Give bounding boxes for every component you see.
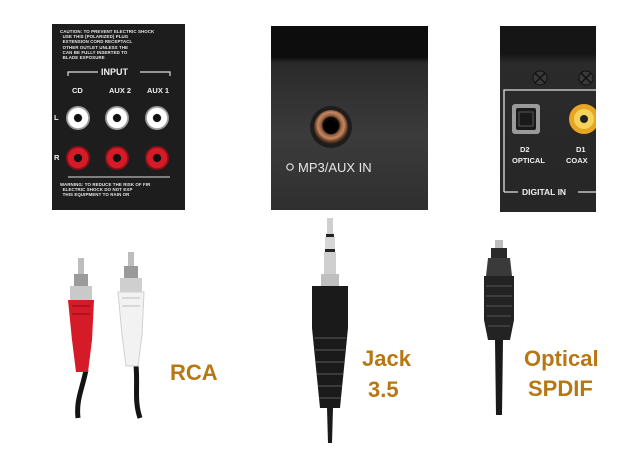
d2-sub-label: OPTICAL [512, 156, 545, 165]
digital-panel-hardware-icon [503, 70, 596, 193]
digital-input-panel-photo: D2 OPTICAL D1 COAX DIGITAL IN [500, 26, 596, 212]
caption-rca: RCA [170, 360, 218, 385]
aux-jack-socket-icon [286, 106, 352, 171]
d1-label: D1 [576, 145, 586, 154]
rca-jack-white-aux1 [145, 106, 169, 130]
caution-text: CAUTION: TO PREVENT ELECTRIC SHOCK USE T… [60, 29, 155, 61]
column-label-cd: CD [72, 86, 83, 95]
rca-input-panel-photo: CAUTION: TO PREVENT ELECTRIC SHOCK USE T… [52, 24, 185, 210]
digital-in-label: DIGITAL IN [522, 187, 567, 197]
optical-spdif-plug-icon [484, 240, 514, 415]
rca-jack-red-aux1 [145, 146, 169, 170]
rca-jack-white-cd [66, 106, 90, 130]
input-label: INPUT [101, 67, 128, 77]
input-frame-lines [67, 71, 171, 178]
jack-3-5-plug-icon [312, 218, 348, 443]
column-label-aux2: AUX 2 [109, 86, 132, 95]
rca-jack-white-aux2 [105, 106, 129, 130]
warning-text: WARNING: TO REDUCE THE RISK OF FIR ELECT… [60, 182, 151, 198]
rca-jack-red-aux2 [105, 146, 129, 170]
rca-cable-icon [68, 252, 145, 419]
caption-optical-line2: SPDIF [528, 376, 593, 401]
d1-sub-label: COAX [566, 156, 588, 165]
row-label-left: L [54, 113, 59, 122]
aux-input-label: MP3/AUX IN [298, 160, 372, 175]
caption-jack-line2: 3.5 [368, 377, 399, 402]
aux-input-panel-photo: MP3/AUX IN [271, 26, 428, 210]
caption-jack-line1: Jack [362, 346, 411, 371]
d2-label: D2 [520, 145, 530, 154]
caption-optical-line1: Optical [524, 346, 599, 371]
rca-jack-red-cd [66, 146, 90, 170]
row-label-right: R [54, 153, 60, 162]
column-label-aux1: AUX 1 [147, 86, 170, 95]
